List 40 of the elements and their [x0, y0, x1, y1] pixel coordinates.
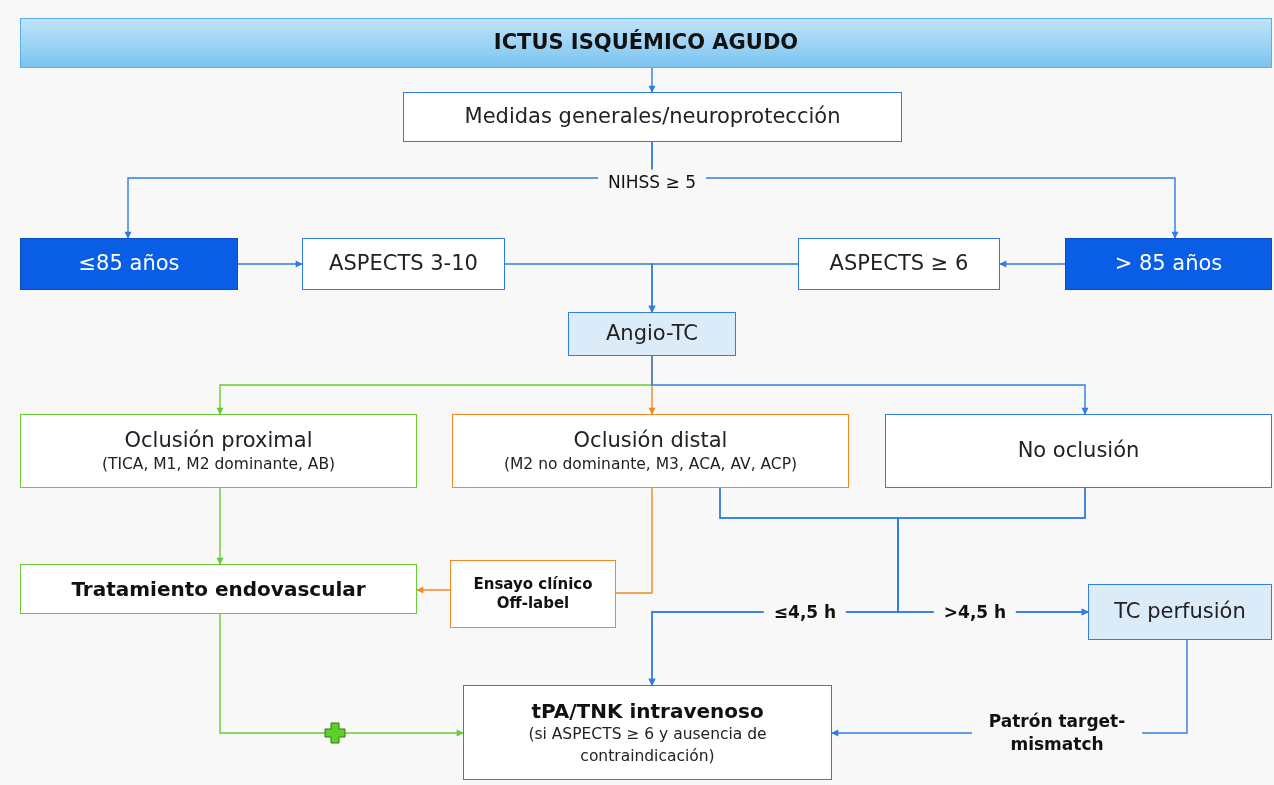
process-box [20, 564, 417, 614]
box-title: > 85 años [1114, 250, 1223, 278]
arrow [999, 260, 1066, 268]
box-title: Angio-TC [606, 320, 698, 348]
box-title: No oclusión [1017, 437, 1140, 465]
arrow [219, 613, 464, 737]
arrow [651, 355, 1089, 415]
title-banner [20, 18, 1272, 68]
box-title: TC perfusión [1114, 598, 1246, 626]
arrow [216, 487, 224, 565]
box-title: ASPECTS ≥ 6 [829, 250, 969, 278]
box-title: Medidas generales/neuroprotección [464, 103, 841, 131]
arrow [237, 260, 303, 268]
box-title: ASPECTS 3-10 [329, 250, 478, 278]
box-title: ICTUS ISQUÉMICO AGUDO [493, 29, 799, 57]
process-box [452, 414, 849, 488]
process-box [568, 312, 736, 356]
box-subtitle: (M2 no dominante, M3, ACA, AV, ACP) [503, 453, 798, 475]
process-box [463, 685, 832, 780]
box-subtitle: (si ASPECTS ≥ 6 y ausencia de contraindicación) [527, 723, 768, 767]
box-title: tPA/TNK intravenoso [531, 697, 764, 724]
arrow [416, 586, 451, 594]
box-title: Oclusión distal [573, 426, 728, 454]
arrow [648, 263, 799, 313]
arrow [648, 67, 656, 93]
process-box [403, 92, 902, 142]
process-box [302, 238, 505, 290]
process-box [20, 414, 417, 488]
box-title: Oclusión proximal [124, 426, 313, 454]
box-title: ≤85 años [78, 250, 180, 278]
process-box [1088, 584, 1272, 640]
box-subtitle: (TICA, M1, M2 dominante, AB) [101, 453, 336, 475]
process-box [798, 238, 1000, 290]
process-box [450, 560, 616, 628]
process-box [885, 414, 1272, 488]
process-box [20, 238, 238, 290]
arrow [651, 141, 1179, 239]
box-title: Tratamiento endovascular [71, 576, 366, 602]
box-title: Ensayo clínico Off-label [472, 574, 594, 614]
process-box [1065, 238, 1272, 290]
